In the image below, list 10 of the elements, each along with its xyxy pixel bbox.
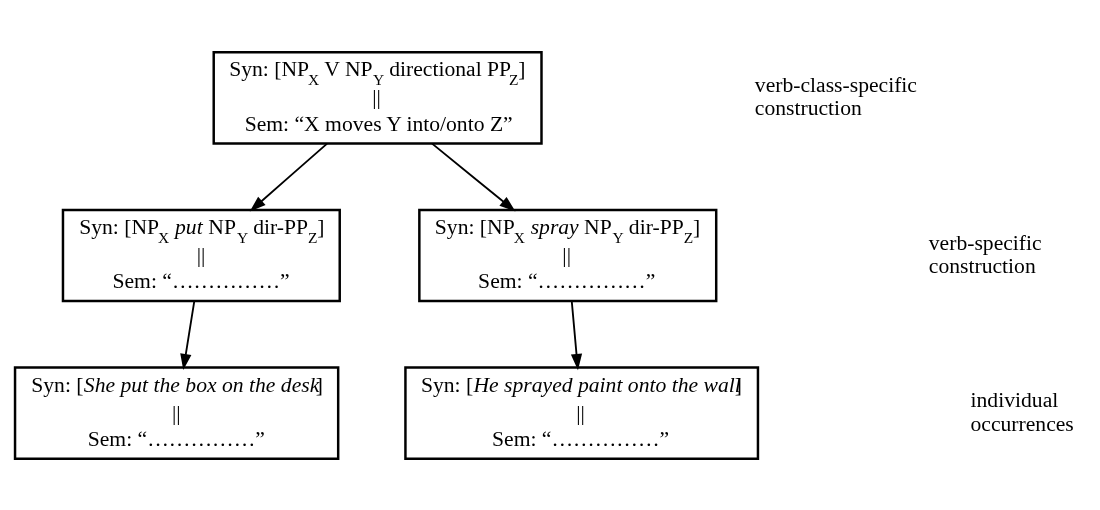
arrow [249,142,329,211]
arrow [570,299,583,370]
arrow [431,142,516,211]
label: verb-specific construction [928,230,1042,278]
arrow [180,299,196,370]
label: individual occurrences [970,387,1074,436]
node-box: Syn: [NP$_{X}$ put NP$_{Y}$ dir-PP$_{Z}$] || Sem: “……………” [61,208,341,302]
node-box: Syn: [NP$_{X}$ V NP$_{Y}$ directional PP$_{Z}$] || Sem: “X moves Y into/onto Z” [212,50,543,145]
node-box: Syn: [NP$_{X}$ spray NP$_{Y}$ dir-PP$_{Z}$] || Sem: “……………” [418,208,718,302]
label: verb-class-specific construction [754,72,917,120]
